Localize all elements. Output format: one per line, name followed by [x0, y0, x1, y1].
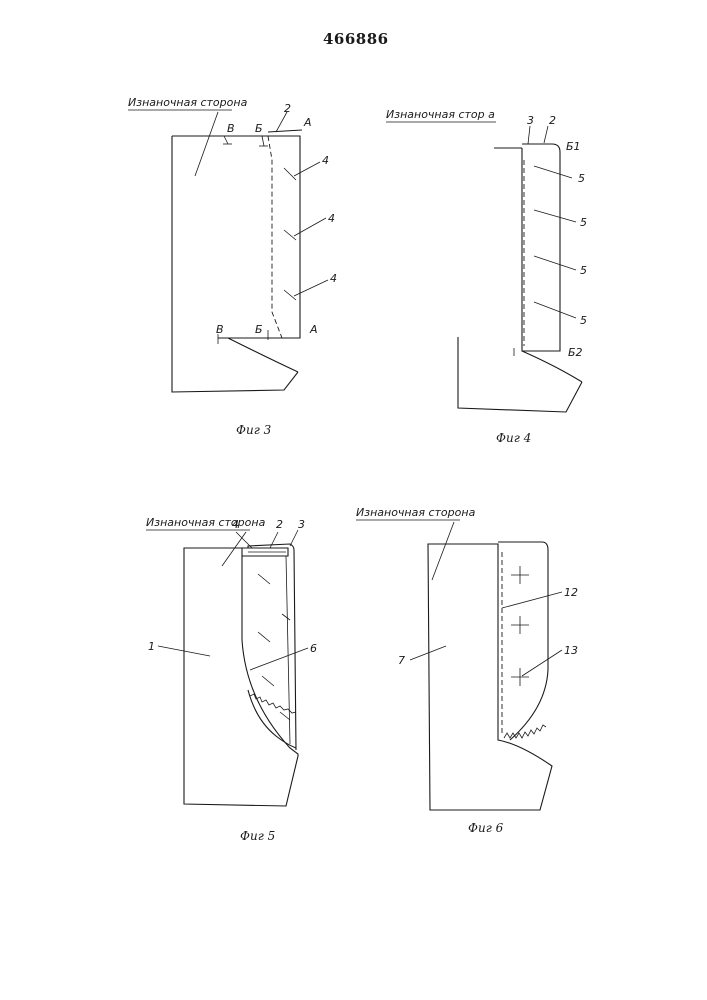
- fig6-label-leader: [432, 522, 454, 580]
- fig5-mark-2: [258, 632, 270, 642]
- fig3-tick-v: [224, 136, 228, 144]
- fig3-leader-4a: [284, 168, 296, 180]
- fig5-panel-outline: [184, 548, 298, 806]
- fig4-num-2: 2: [549, 114, 556, 127]
- fig4-facing-outline: [522, 144, 560, 351]
- fig3-letter-a-bottom: А: [309, 323, 318, 336]
- fig3-letter-v-top: В: [227, 122, 235, 135]
- fig6-side-label: Изнаночная сторона: [356, 506, 476, 519]
- fig5-facing-inner-line: [286, 556, 290, 744]
- fig3-facing-top: [268, 130, 302, 132]
- fig3-side-label: Изнаночная сторона: [128, 96, 248, 109]
- fig5-ref-line-6: [250, 648, 308, 670]
- fig5-caption: Фиг 5: [240, 829, 275, 843]
- fig4-num-5b: 5: [580, 216, 587, 229]
- fig5-num-4: 4: [232, 518, 239, 531]
- fig6-num-13: 13: [564, 644, 578, 657]
- fig5-num-3: 3: [298, 518, 305, 531]
- fig4-ref-line-5b: [534, 210, 576, 222]
- fig3-leader-4b: [284, 230, 296, 240]
- fig6-num-7: 7: [398, 654, 405, 667]
- fig3-ref-line-1: [294, 162, 320, 176]
- fig5-side-label: Изнаночная сторона: [146, 516, 266, 529]
- fig6-zigzag-edge: [504, 725, 546, 738]
- fig4-letter-b2: Б2: [568, 346, 583, 359]
- fig4-caption: Фиг 4: [496, 431, 531, 445]
- fig3-num-4c: 4: [330, 272, 337, 285]
- fig4-num-3: 3: [527, 114, 534, 127]
- fig6-ref-line-12: [502, 592, 562, 608]
- fig3-ref-line-2: [294, 218, 326, 236]
- fig3-panel-left-bottom: [172, 136, 298, 392]
- fig6-panel-outline: [428, 544, 552, 810]
- fig4-side-label: Изнаночная стор а: [386, 108, 495, 121]
- fig4-num-5c: 5: [580, 264, 587, 277]
- fig5-num-6: 6: [310, 642, 317, 655]
- fig3-letter-v-bottom: В: [216, 323, 224, 336]
- fig6-ref-line-13: [522, 650, 562, 676]
- fig3-fold-line: [268, 136, 282, 338]
- fig6-num-12: 12: [564, 586, 578, 599]
- fig3-panel-outline: [172, 136, 300, 338]
- fig3-letter-b-bottom: Б: [255, 323, 263, 336]
- fig5-mark-3: [262, 676, 274, 686]
- fig3-num-4b: 4: [328, 212, 335, 225]
- fig4-ref-line-2: [544, 126, 548, 143]
- fig5-num-2: 2: [276, 518, 283, 531]
- fig6-caption: Фиг 6: [468, 821, 504, 835]
- fig5-mark-1: [258, 574, 270, 584]
- fig3-label-leader: [195, 112, 218, 176]
- fig4-num-5d: 5: [580, 314, 587, 327]
- fig3-ref-line-top: [276, 112, 287, 132]
- fig5-mark-4: [280, 712, 290, 720]
- fig4-ref-line-5c: [534, 256, 576, 270]
- fig4-ref-line-5a: [534, 166, 572, 178]
- fig3-num-2: 2: [284, 102, 291, 115]
- fig3-leader-4c: [284, 290, 296, 300]
- fig4-num-5a: 5: [578, 172, 585, 185]
- fig3-letter-b-top: Б: [255, 122, 263, 135]
- fig5-ref-line-3: [290, 530, 298, 546]
- fig4-panel-lower: [458, 337, 582, 412]
- fig5-ref-line-2: [270, 532, 278, 548]
- fig6-facing-outline: [498, 542, 548, 740]
- fig6-ref-line-7: [410, 646, 446, 660]
- figure-3: Изнаночная сторона 2 4 4 4 В Б А В Б А Ф…: [128, 96, 337, 437]
- fig4-letter-b1: Б1: [566, 140, 581, 153]
- fig5-num-1: 1: [148, 640, 155, 653]
- fig3-ref-line-3: [294, 280, 328, 296]
- fig4-ref-line-3: [528, 126, 530, 144]
- fig3-letter-a-top: А: [303, 116, 312, 129]
- fig3-num-4a: 4: [322, 154, 329, 167]
- fig4-ref-line-5d: [534, 302, 576, 318]
- fig5-mark-5: [282, 614, 290, 620]
- figure-5: Изнаночная сторона 4 2 3 1 6 Фиг 5: [146, 516, 317, 843]
- fig3-neck-curve: [228, 338, 298, 372]
- fig3-tick-b: [262, 136, 264, 146]
- fig3-caption: Фиг 3: [236, 423, 272, 437]
- figure-4: Изнаночная стор а 3 2 5 5 5 5 Б1 Б2 Фиг …: [386, 108, 587, 445]
- figure-6: Изнаночная сторона 12 7 13 Фиг 6: [356, 506, 578, 835]
